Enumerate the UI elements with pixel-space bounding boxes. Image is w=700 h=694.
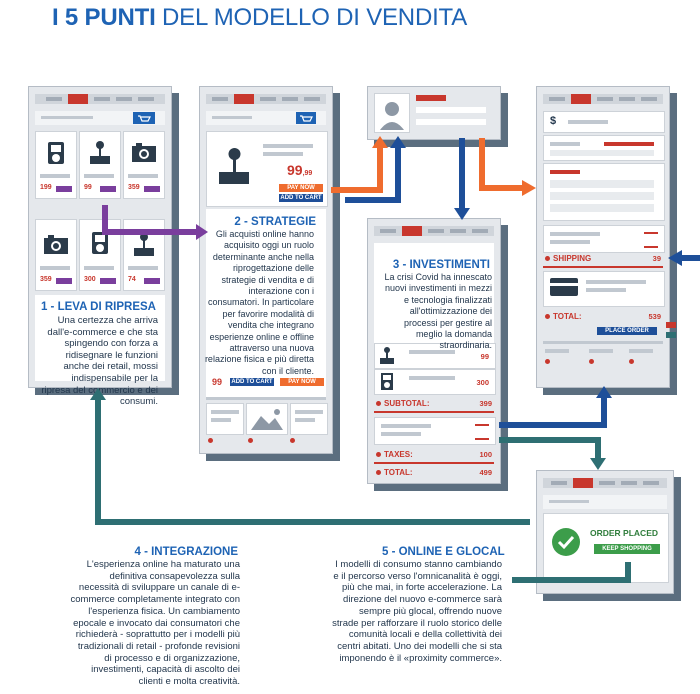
ipod-icon bbox=[48, 142, 64, 164]
taxes-label: TAXES: bbox=[384, 450, 413, 459]
title-rest: DEL MODELLO DI VENDITA bbox=[162, 4, 468, 31]
summary-box bbox=[374, 417, 496, 445]
point-5-title: 5 - ONLINE E GLOCAL bbox=[382, 546, 505, 558]
point-4-text: L'esperienza online ha maturato una defi… bbox=[70, 559, 241, 688]
arrow-1-to-2 bbox=[102, 205, 198, 235]
text-box bbox=[374, 243, 494, 343]
price-big: 99 bbox=[287, 162, 303, 178]
order-placed-text: ORDER PLACED bbox=[590, 528, 659, 538]
product-card[interactable]: 359 bbox=[123, 131, 165, 199]
item-price: 300 bbox=[476, 378, 489, 387]
total-value: 539 bbox=[648, 312, 661, 321]
shipping-value: 39 bbox=[652, 254, 661, 263]
cart-icon[interactable] bbox=[296, 112, 316, 124]
price-small: 99 bbox=[212, 377, 223, 387]
screen-order-placed: ORDER PLACED KEEP SHOPPING bbox=[536, 470, 674, 594]
screen-profile bbox=[367, 86, 501, 140]
ipod-icon bbox=[92, 232, 108, 254]
product-price: 300 bbox=[84, 276, 96, 283]
pay-now-button[interactable]: PAY NOW bbox=[279, 184, 323, 192]
nav-bar bbox=[543, 94, 663, 104]
product-card[interactable]: 199 bbox=[35, 131, 77, 199]
arrow-loop bbox=[95, 398, 530, 525]
screen-checkout: $ SHIPPING 39 TOTAL: 539 PLACE ORDER bbox=[536, 86, 670, 388]
nav-bar bbox=[35, 94, 165, 104]
check-icon bbox=[552, 528, 580, 556]
landscape-image-icon bbox=[246, 403, 288, 435]
point-3-text: La crisi Covid ha innescato nuovi invest… bbox=[384, 272, 492, 351]
screen-cart: 99 300 SUBTOTAL: 399 TAXES: 100 TOTAL: 4… bbox=[367, 218, 501, 484]
page-title: I 5 PUNTI DEL MODELLO DI VENDITA bbox=[52, 4, 467, 32]
screen-product-detail: 99,99 PAY NOW ADD TO CART 99 ADD TO CART… bbox=[199, 86, 333, 454]
taxes-value: 100 bbox=[479, 450, 492, 459]
screen-product-list: 199 99 359 359 300 74 bbox=[28, 86, 172, 388]
nav-bar bbox=[374, 226, 494, 236]
camera-icon bbox=[44, 234, 68, 259]
product-card[interactable]: 300 bbox=[79, 219, 121, 291]
cart-item[interactable]: 300 bbox=[374, 369, 496, 395]
point-1-text: Una certezza che arriva dall'e-commerce … bbox=[41, 315, 158, 408]
text-box bbox=[35, 295, 165, 381]
joystick-icon bbox=[88, 140, 112, 171]
currency-symbol: $ bbox=[550, 115, 557, 127]
keep-shopping-button[interactable]: KEEP SHOPPING bbox=[594, 544, 660, 554]
summary-box bbox=[543, 225, 665, 253]
order-confirm-box: ORDER PLACED KEEP SHOPPING bbox=[543, 513, 669, 583]
place-order-button[interactable]: PLACE ORDER bbox=[597, 327, 657, 335]
point-2-title: 2 - STRATEGIE bbox=[234, 216, 316, 228]
point-3-title: 3 - INVESTIMENTI bbox=[392, 259, 490, 271]
product-card[interactable]: 99 bbox=[79, 131, 121, 199]
shipping-label: SHIPPING bbox=[553, 254, 592, 263]
payment-box bbox=[543, 271, 665, 307]
pay-now-button[interactable]: PAY NOW bbox=[280, 378, 324, 386]
arrow-2-to-3 bbox=[331, 146, 383, 193]
product-card[interactable]: 359 bbox=[35, 219, 77, 291]
product-price: 99 bbox=[84, 184, 92, 191]
form-box bbox=[543, 163, 665, 221]
thumb-card bbox=[206, 403, 244, 435]
thumb-card bbox=[290, 403, 328, 435]
total-value: 499 bbox=[479, 468, 492, 477]
joystick-icon bbox=[217, 146, 251, 191]
add-to-cart-button[interactable]: ADD TO CART bbox=[279, 194, 323, 202]
product-price: 359 bbox=[128, 184, 140, 191]
product-price: 199 bbox=[40, 184, 52, 191]
product-detail-card: 99,99 PAY NOW ADD TO CART bbox=[206, 131, 328, 207]
add-to-cart-button[interactable]: ADD TO CART bbox=[230, 378, 274, 386]
joystick-icon bbox=[379, 346, 395, 371]
point-2-text: Gli acquisti online hanno acquisito oggi… bbox=[204, 229, 314, 376]
cart-icon[interactable] bbox=[133, 112, 155, 124]
point-1-title: 1 - LEVA DI RIPRESA bbox=[40, 301, 156, 313]
point-4-title: 4 - INTEGRAZIONE bbox=[134, 546, 238, 558]
header-box: $ bbox=[543, 111, 665, 133]
product-price: 359 bbox=[40, 276, 52, 283]
title-number: I 5 PUNTI bbox=[52, 4, 156, 31]
subtotal-value: 399 bbox=[479, 399, 492, 408]
form-box bbox=[543, 135, 665, 161]
price-cents: ,99 bbox=[302, 170, 313, 177]
credit-card-icon bbox=[550, 278, 578, 296]
total-label: TOTAL: bbox=[553, 312, 582, 321]
cart-item[interactable]: 99 bbox=[374, 343, 496, 369]
nav-bar bbox=[543, 478, 667, 488]
user-avatar-icon bbox=[374, 93, 410, 133]
total-label: TOTAL: bbox=[384, 468, 413, 477]
ipod-icon bbox=[381, 373, 393, 390]
text-box bbox=[206, 209, 326, 399]
nav-bar bbox=[206, 94, 326, 104]
camera-icon bbox=[132, 142, 156, 167]
item-price: 99 bbox=[480, 352, 489, 361]
subtotal-label: SUBTOTAL: bbox=[384, 399, 430, 408]
point-5-text: I modelli di consumo stanno cambiando e … bbox=[332, 559, 502, 664]
product-price: 74 bbox=[128, 276, 136, 283]
